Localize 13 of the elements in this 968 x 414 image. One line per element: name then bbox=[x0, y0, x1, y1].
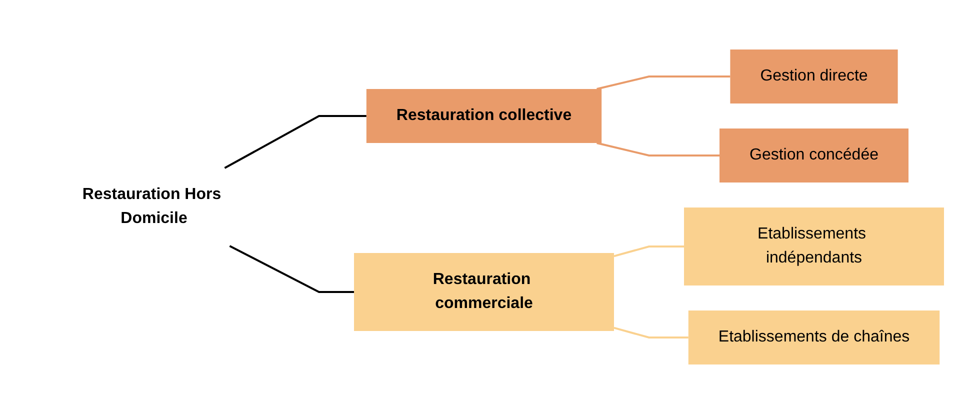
connector bbox=[229, 245, 354, 293]
node-box: Restauration commerciale bbox=[354, 253, 614, 331]
connector bbox=[224, 115, 366, 169]
node-box: Gestion directe bbox=[730, 50, 898, 104]
node-box: Restauration collective bbox=[366, 89, 602, 143]
node-box: Gestion concédée bbox=[720, 128, 908, 182]
node-text: Restauration Hors Domicile bbox=[82, 186, 222, 227]
connector bbox=[614, 326, 688, 338]
node-box: Etablissements de chaînes bbox=[688, 310, 940, 364]
node-box: Etablissements indépendants bbox=[684, 208, 944, 286]
connector bbox=[596, 76, 730, 90]
connector bbox=[614, 246, 684, 258]
connector bbox=[596, 142, 720, 156]
